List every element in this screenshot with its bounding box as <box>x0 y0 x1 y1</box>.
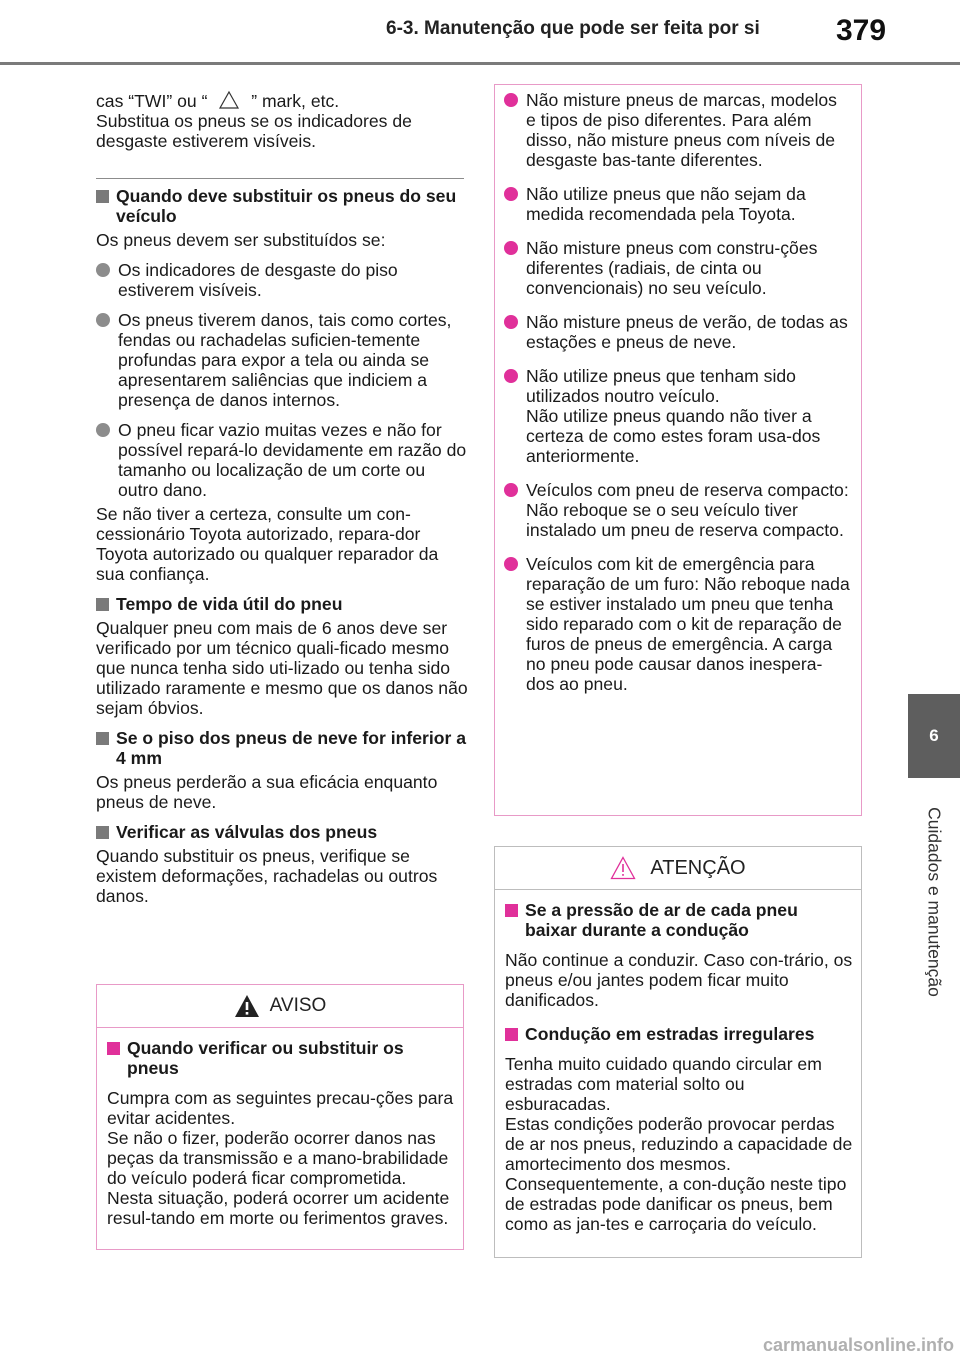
list-item: Os pneus tiverem danos, tais como cortes… <box>96 310 468 410</box>
paragraph: Qualquer pneu com mais de 6 anos deve se… <box>96 618 468 718</box>
paragraph: Se não o fizer, poderão ocorrer danos na… <box>107 1128 450 1228</box>
aviso-header: AVISO <box>97 985 463 1028</box>
list-item: Os indicadores de desgaste do piso estiv… <box>96 260 468 300</box>
page-number: 379 <box>836 14 887 47</box>
bullet-icon <box>96 263 110 277</box>
bullet-icon <box>504 187 518 201</box>
bullet-icon <box>504 557 518 571</box>
atencao-heading-roads: Condução em estradas irregulares <box>505 1024 853 1044</box>
chapter-label: Cuidados e manutenção <box>924 807 945 997</box>
watermark: carmanualsonline.info <box>762 1335 954 1355</box>
paragraph: Quando substituir os pneus, verifique se… <box>96 846 438 906</box>
square-bullet-icon <box>96 732 109 745</box>
square-bullet-icon <box>505 904 518 917</box>
paragraph: Se não tiver a certeza, consulte um con-… <box>96 504 439 584</box>
aviso-title: AVISO <box>269 995 327 1016</box>
square-bullet-icon <box>96 190 109 203</box>
list-item: Não misture pneus com constru-ções difer… <box>504 238 850 298</box>
bullet-icon <box>504 369 518 383</box>
left-column: cas “TWI” ou “ ” mark, etc. Substitua os… <box>96 90 468 151</box>
heading-replace-when: Quando deve substituir os pneus do seu v… <box>96 186 468 226</box>
aviso-box: AVISO Quando verificar ou substituir os … <box>96 984 464 1250</box>
section-divider <box>96 178 464 179</box>
square-bullet-icon <box>107 1042 120 1055</box>
bullet-icon <box>504 93 518 107</box>
list-item: Não misture pneus de marcas, modelos e t… <box>504 90 850 170</box>
bullet-icon <box>504 315 518 329</box>
intro-line: cas “TWI” ou “ ” mark, etc. <box>96 90 340 111</box>
list-item: O pneu ficar vazio muitas vezes e não fo… <box>96 420 468 500</box>
warning-triangle-icon <box>234 995 259 1017</box>
list-item: Veículos com pneu de reserva compacto: N… <box>504 480 850 540</box>
list-item: Não misture pneus de verão, de todas as … <box>504 312 850 352</box>
chapter-tab: 6 <box>908 694 960 778</box>
list-item: Veículos com kit de emergência para repa… <box>504 554 850 694</box>
square-bullet-icon <box>96 598 109 611</box>
heading-tire-life: Tempo de vida útil do pneu <box>96 594 468 614</box>
list-item: Não utilize pneus que não sejam da medid… <box>504 184 850 224</box>
atencao-heading-pressure: Se a pressão de ar de cada pneu baixar d… <box>505 900 853 940</box>
intro-text: Substitua os pneus se os indicadores de … <box>96 111 412 151</box>
paragraph: Os pneus perderão a sua eficácia enquant… <box>96 772 438 812</box>
atencao-title: ATENÇÃO <box>650 856 746 879</box>
bullet-icon <box>96 313 110 327</box>
atencao-header: ATENÇÃO <box>495 847 861 890</box>
caution-triangle-icon <box>610 856 636 880</box>
square-bullet-icon <box>505 1028 518 1041</box>
bullet-icon <box>96 423 110 437</box>
square-bullet-icon <box>96 826 109 839</box>
heading-snow-tires: Se o piso dos pneus de neve for inferior… <box>96 728 468 768</box>
warning-continuation-box <box>494 84 862 816</box>
paragraph: Não continue a conduzir. Caso con-trário… <box>505 950 853 1010</box>
bullet-icon <box>504 483 518 497</box>
paragraph: Cumpra com as seguintes precau-ções para… <box>107 1088 454 1128</box>
paragraph: Tenha muito cuidado quando circular em e… <box>505 1054 822 1114</box>
right-column: Não misture pneus de marcas, modelos e t… <box>504 90 850 694</box>
tread-wear-mark-icon <box>219 90 240 109</box>
list-item: Não utilize pneus que tenham sido utiliz… <box>504 366 850 466</box>
aviso-heading: Quando verificar ou substituir os pneus <box>107 1038 455 1078</box>
heading-valves: Verificar as válvulas dos pneus <box>96 822 468 842</box>
atencao-box: ATENÇÃO Se a pressão de ar de cada pneu … <box>494 846 862 1258</box>
bullet-icon <box>504 241 518 255</box>
header-rule <box>0 62 960 65</box>
left-column-body: Quando deve substituir os pneus do seu v… <box>96 186 468 906</box>
paragraph: Estas condições poderão provocar perdas … <box>505 1114 853 1234</box>
page-header-title: 6-3. Manutenção que pode ser feita por s… <box>386 18 760 39</box>
paragraph: Os pneus devem ser substituídos se: <box>96 230 386 250</box>
